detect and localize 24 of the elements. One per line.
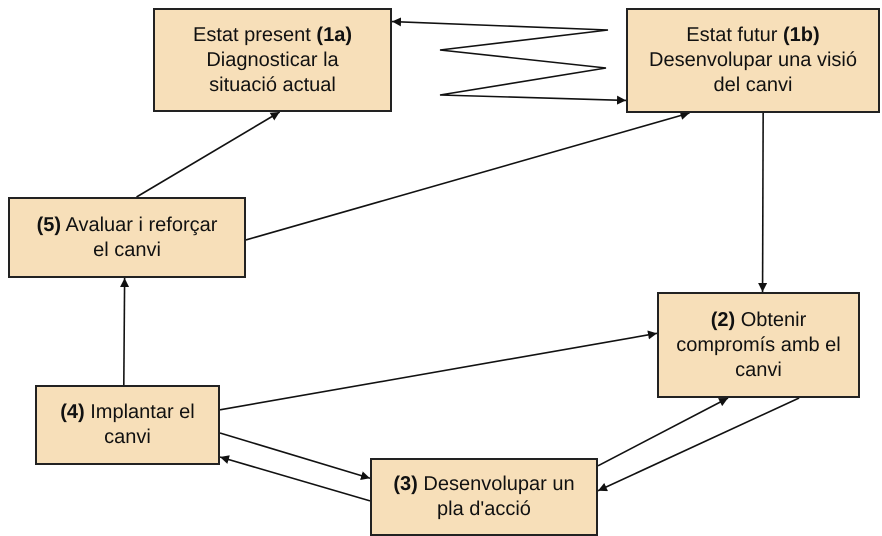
arrow — [246, 111, 690, 241]
process-box — [626, 8, 880, 113]
process-box — [35, 385, 220, 465]
arrow — [598, 397, 800, 492]
box-label: (3) Desenvolupar un pla d'acció — [392, 472, 576, 522]
arrow — [220, 330, 658, 411]
process-box — [370, 458, 598, 536]
process-box — [153, 8, 392, 112]
process-box — [8, 197, 246, 278]
arrow — [220, 432, 370, 480]
box-label: (2) Obtenir compromís amb el canvi — [675, 308, 842, 382]
process-box — [657, 292, 860, 398]
box-label: Estat present (1a) — [193, 22, 352, 48]
arrow — [598, 397, 728, 466]
arrow — [136, 111, 280, 198]
arrow — [392, 17, 626, 105]
arrow — [220, 455, 370, 502]
box-label: (5) Avaluar i reforçar el canvi — [36, 212, 218, 262]
box-label: Desenvolupar una visió del canvi — [648, 48, 858, 98]
arrow — [120, 278, 130, 385]
arrow — [758, 113, 768, 292]
box-label: (4) Implantar el canvi — [59, 400, 196, 450]
box-label: Diagnosticar la situació actual — [205, 48, 340, 98]
box-label: Estat futur (1b) — [686, 23, 820, 48]
